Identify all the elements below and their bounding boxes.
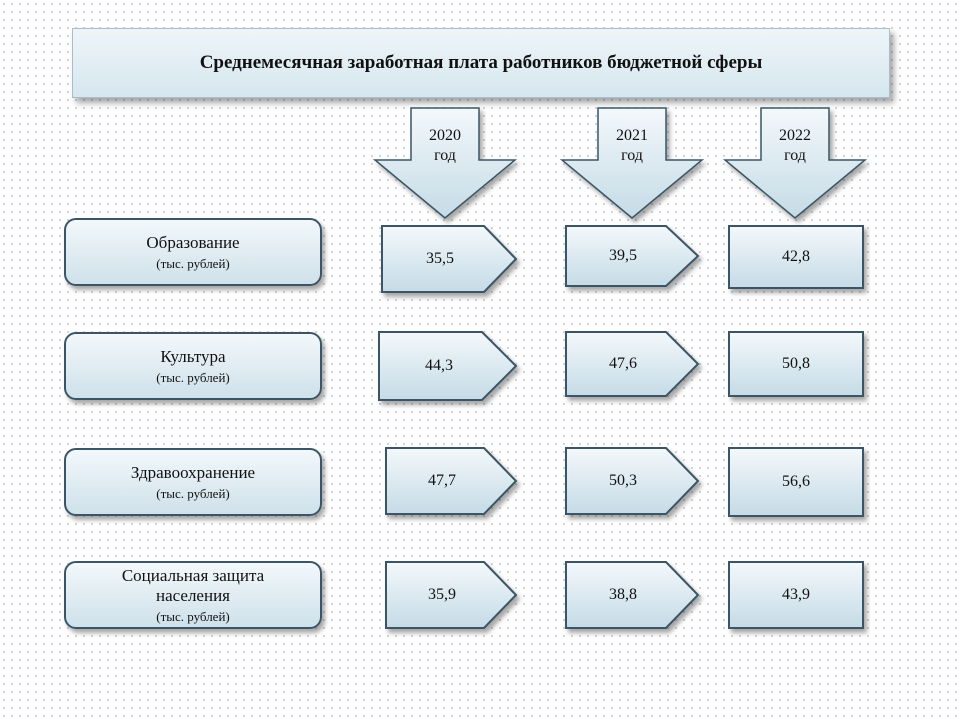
category-unit: (тыс. рублей) <box>156 255 230 271</box>
category-culture: Культура (тыс. рублей) <box>64 332 322 400</box>
down-arrow-icon <box>722 107 868 219</box>
category-social-protection: Социальная защита населения (тыс. рублей… <box>64 561 322 629</box>
pentagon-arrow-shape <box>565 447 700 515</box>
pentagon-arrow-shape <box>565 331 700 397</box>
value-text: 35,5 <box>426 250 454 267</box>
category-name: Социальная защита <box>121 565 265 585</box>
value-cell-education-2020: 35,5 <box>381 225 518 293</box>
value-text: 56,6 <box>782 473 810 490</box>
pentagon-arrow-shape <box>385 561 518 629</box>
category-name-line2: населения <box>156 585 230 605</box>
category-name: Культура <box>160 346 226 366</box>
category-unit: (тыс. рублей) <box>156 485 230 501</box>
value-cell-healthcare-2021: 50,3 <box>565 447 700 515</box>
value-text: 50,8 <box>782 355 810 372</box>
value-text: 43,9 <box>782 586 810 603</box>
value-cell-culture-2022: 50,8 <box>728 331 864 398</box>
year-suffix: год <box>434 147 456 164</box>
page-title: Среднемесячная заработная плата работник… <box>72 28 890 98</box>
value-cell-education-2022: 42,8 <box>728 225 864 292</box>
value-cell-healthcare-2022: 56,6 <box>728 447 864 517</box>
value-text: 47,7 <box>428 472 456 489</box>
rectangle-shape <box>728 447 864 517</box>
year-number: 2022 <box>779 127 811 144</box>
value-text: 35,9 <box>428 586 456 603</box>
value-cell-education-2021: 39,5 <box>565 225 700 292</box>
value-text: 47,6 <box>609 355 637 372</box>
pentagon-arrow-shape <box>381 225 518 293</box>
value-cell-social-protection-2021: 38,8 <box>565 561 700 629</box>
value-text: 50,3 <box>609 472 637 489</box>
year-arrow-2020: 2020 год <box>372 107 518 220</box>
category-name: Образование <box>146 232 240 252</box>
year-suffix: год <box>621 147 643 164</box>
value-text: 44,3 <box>425 357 453 374</box>
year-arrow-2021: 2021 год <box>559 107 705 220</box>
value-text: 39,5 <box>609 247 637 264</box>
category-education: Образование (тыс. рублей) <box>64 218 322 286</box>
year-number: 2021 <box>616 127 648 144</box>
year-label: 2022 год <box>725 126 865 166</box>
pentagon-arrow-shape <box>378 331 518 401</box>
category-name: Здравоохранение <box>130 462 256 482</box>
down-arrow-icon <box>372 107 518 219</box>
down-arrow-icon <box>559 107 705 219</box>
category-healthcare: Здравоохранение (тыс. рублей) <box>64 448 322 516</box>
year-number: 2020 <box>429 127 461 144</box>
category-unit: (тыс. рублей) <box>156 608 230 624</box>
value-cell-culture-2021: 47,6 <box>565 331 700 398</box>
value-cell-culture-2020: 44,3 <box>378 331 518 401</box>
year-suffix: год <box>784 147 806 164</box>
year-label: 2020 год <box>375 126 515 166</box>
year-label: 2021 год <box>562 126 702 166</box>
pentagon-arrow-shape <box>565 225 700 287</box>
value-text: 42,8 <box>782 248 810 265</box>
year-arrow-2022: 2022 год <box>722 107 868 220</box>
category-unit: (тыс. рублей) <box>156 369 230 385</box>
rectangle-shape <box>728 561 864 629</box>
value-cell-social-protection-2020: 35,9 <box>385 561 518 629</box>
value-cell-healthcare-2020: 47,7 <box>385 447 518 515</box>
value-cell-social-protection-2022: 43,9 <box>728 561 864 629</box>
rectangle-shape <box>728 225 864 289</box>
pentagon-arrow-shape <box>385 447 518 515</box>
value-text: 38,8 <box>609 586 637 603</box>
rectangle-shape <box>728 331 864 397</box>
pentagon-arrow-shape <box>565 561 700 629</box>
